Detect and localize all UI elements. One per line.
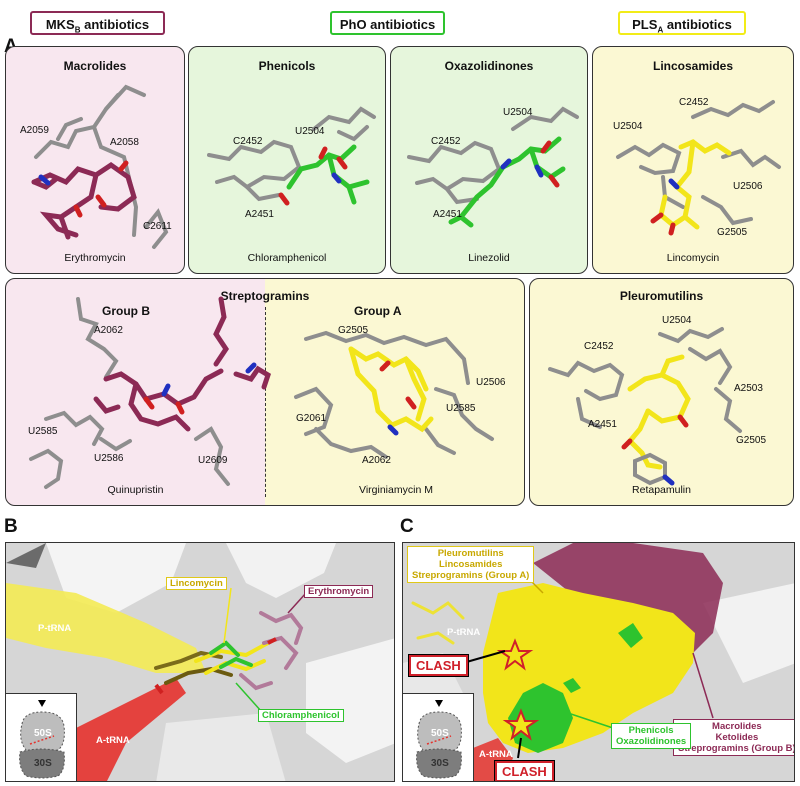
residue-label: A2058 (110, 137, 139, 148)
pho-header: PhO antibiotics (330, 11, 445, 35)
erythromycin-callout: Erythromycin (304, 585, 374, 598)
mks-callout-line: Ketolides (715, 732, 759, 743)
group-b-caption: Quinupristin (107, 484, 164, 496)
retapamulin-structure (548, 327, 742, 486)
streptogramins-card: Streptogramins Group B Group A (5, 278, 525, 506)
residue-label: C2452 (584, 341, 614, 352)
group-a-caption: Virginiamycin M (359, 484, 433, 496)
residue-label: C2452 (431, 136, 461, 147)
panel-b-scene: Lincomycin Erythromycin Chloramphenicol … (5, 542, 395, 782)
residue-label: A2062 (362, 455, 391, 466)
card-caption: Chloramphenicol (247, 252, 327, 264)
residue-label: C2611 (143, 221, 172, 232)
residue-label: G2505 (717, 227, 748, 238)
clash-label-2: CLASH (494, 760, 555, 781)
inset-30s-label: 30S (34, 758, 52, 769)
card-title: Phenicols (258, 59, 316, 73)
residue-label: U2506 (733, 181, 763, 192)
mks-header-sub: B (74, 25, 81, 35)
residue-label: U2504 (295, 126, 325, 137)
oxazolidinones-card: Oxazolidinones U2504 C2452 A2451 Linezol… (390, 46, 588, 274)
pls-callout: Pleuromutilins Lincosamides Streprogrami… (407, 546, 535, 583)
residue-label: U2504 (503, 107, 533, 118)
inset-50s-label: 50S (34, 728, 52, 739)
residue-label: U2506 (476, 377, 506, 388)
card-title: Macrolides (63, 59, 127, 73)
linezolid-structure (407, 106, 579, 228)
mks-callout-line: Streprogramins (Group B) (678, 743, 795, 754)
ribosome-inset-drawing (19, 700, 65, 779)
ribosome-inset: 50S 30S (403, 693, 474, 781)
p-trna-label: P-tRNA (447, 627, 481, 638)
card-caption: Erythromycin (64, 252, 126, 264)
residue-label: A2503 (734, 383, 763, 394)
streptogramin-structures (29, 296, 494, 489)
card-title: Pleuromutilins (619, 289, 704, 303)
chloramphenicol-callout: Chloramphenicol (258, 709, 344, 722)
card-caption: Lincomycin (666, 252, 720, 264)
pho-callout-line: Oxazolidinones (616, 736, 687, 747)
residue-label: A2451 (245, 209, 274, 220)
residue-label: A2451 (588, 419, 617, 430)
mks-callout-line: Macrolides (712, 721, 762, 732)
mks-header-main: MKS (45, 17, 75, 32)
chloramphenicol-structure (207, 106, 376, 206)
pls-header-sub: A (657, 25, 664, 35)
pls-header-main: PLS (632, 17, 658, 32)
panel-c-scene: Pleuromutilins Lincosamides Streprogrami… (402, 542, 795, 782)
lincomycin-callout: Lincomycin (166, 577, 227, 590)
pleuromutilins-card: Pleuromutilins U2504 C2452 A2503 A2451 G… (529, 278, 794, 506)
pho-callout-line: Phenicols (628, 725, 674, 736)
residue-label: G2505 (338, 325, 369, 336)
inset-50s-label: 50S (431, 728, 449, 739)
pls-callout-line: Lincosamides (439, 559, 503, 570)
residue-label: U2586 (94, 453, 124, 464)
mks-callout: Macrolides Ketolides Streprogramins (Gro… (673, 719, 795, 756)
card-title: Streptogramins (220, 289, 310, 303)
residue-label: U2504 (662, 315, 692, 326)
residue-label: U2504 (613, 121, 643, 132)
pls-callout-line: Pleuromutilins (437, 548, 504, 559)
residue-label: G2061 (296, 413, 327, 424)
residue-label: A2451 (433, 209, 462, 220)
erythromycin-structure (31, 84, 169, 249)
pls-callout-line: Streprogramins (Group A) (412, 570, 530, 581)
ribosome-inset: 50S 30S (6, 693, 77, 781)
pho-callout: Phenicols Oxazolidinones (611, 723, 692, 749)
pls-header: PLSA antibiotics (618, 11, 746, 35)
a-trna-label: A-tRNA (96, 735, 130, 746)
clash-label-1: CLASH (408, 654, 469, 677)
residue-label: A2062 (94, 325, 123, 336)
residue-label: U2609 (198, 455, 228, 466)
card-title: Lincosamides (652, 59, 734, 73)
lincomycin-structure (616, 100, 781, 236)
panel-letter-c: C (400, 516, 414, 537)
residue-label: A2059 (20, 125, 49, 136)
card-caption: Retapamulin (632, 484, 691, 496)
lincosamides-card: Lincosamides C2452 U2504 U2506 G2505 Lin… (592, 46, 794, 274)
mks-header-rest: antibiotics (80, 17, 150, 32)
residue-label: U2585 (446, 403, 476, 414)
residue-label: C2452 (679, 97, 709, 108)
pho-header-text: PhO antibiotics (339, 17, 436, 32)
card-title: Oxazolidinones (444, 59, 534, 73)
ribosome-inset-drawing (416, 700, 462, 779)
residue-label: U2585 (28, 426, 58, 437)
a-trna-label: A-tRNA (479, 749, 513, 760)
group-b-title: Group B (102, 304, 150, 318)
panel-letter-b: B (4, 516, 18, 537)
inset-30s-label: 30S (431, 758, 449, 769)
card-caption: Linezolid (468, 252, 510, 264)
group-divider (265, 307, 266, 497)
phenicols-card: Phenicols U2504 C2452 A2451 Chlorampheni… (188, 46, 386, 274)
residue-label: G2505 (736, 435, 767, 446)
group-a-title: Group A (354, 304, 402, 318)
p-trna-label: P-tRNA (38, 623, 72, 634)
pls-header-rest: antibiotics (663, 17, 732, 32)
residue-label: C2452 (233, 136, 263, 147)
macrolides-card: Macrolides A2059 A2058 C2611 Erythromyci… (5, 46, 185, 274)
mks-header: MKSB antibiotics (30, 11, 165, 35)
